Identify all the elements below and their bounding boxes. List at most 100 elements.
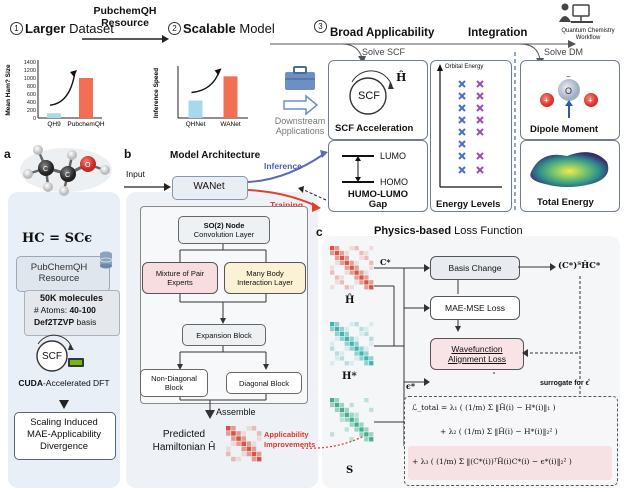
x-tick-label: PubchemQH <box>67 121 105 128</box>
matrix-cell <box>354 427 359 432</box>
matrix-cell <box>256 431 262 436</box>
matrix-cell <box>339 331 345 337</box>
so2-conv-block: SO(2) Node Convolution Layer <box>178 216 270 244</box>
matrix-cell <box>359 250 364 256</box>
matrix-cell <box>369 407 374 413</box>
orbital-level-marker <box>458 92 466 100</box>
matrix-cell <box>344 255 349 261</box>
matrix-cell <box>334 336 340 341</box>
basis-change-arrow <box>518 263 556 271</box>
matrix-cell <box>334 331 340 337</box>
inference-label: Inference <box>264 161 302 171</box>
matrix-cell <box>344 336 349 341</box>
matrix-cell <box>231 441 236 446</box>
matrix-cell <box>349 260 354 265</box>
matrix-cell <box>364 326 369 332</box>
matrix-cell <box>344 285 349 290</box>
matrix-cell <box>369 246 374 251</box>
y-tick-label: 200 <box>27 108 36 114</box>
matrix-cell <box>344 361 349 366</box>
matrix-cell <box>231 426 236 431</box>
matrix-cell <box>330 250 335 256</box>
matrix-cell <box>344 270 349 275</box>
matrix-cell <box>349 422 354 427</box>
matrix-cell <box>330 346 335 351</box>
predicted-hamiltonian-matrix <box>226 426 262 462</box>
diagonal-block: Diagonal Block <box>226 372 302 394</box>
y-tick-label: 400 <box>27 100 36 106</box>
matrix-cell <box>256 436 262 441</box>
matrix-cell <box>349 341 354 346</box>
step3-title: Broad Applicability <box>330 27 435 39</box>
surrogate-label: surrogate for ϵ̂ <box>540 380 589 387</box>
matrix-cell <box>339 255 345 261</box>
dataset-stats-box <box>24 290 120 336</box>
matrix-cell <box>359 255 364 261</box>
alignment-term-highlight <box>408 446 612 480</box>
matrix-cell <box>344 417 349 422</box>
y-tick-label: 1000 <box>24 76 36 82</box>
svg-text:−: − <box>566 72 571 81</box>
integration-title: Integration <box>468 27 528 39</box>
scf-acceleration-label: SCF Acceleration <box>335 123 414 134</box>
orbital-level-marker <box>458 166 466 174</box>
mixture-of-pair-experts-block: Mixture of Pair Experts <box>142 262 218 294</box>
orbital-level-marker <box>458 128 466 136</box>
molecule-count: 50K molecules <box>40 293 104 303</box>
panel-b-letter: b <box>124 147 132 161</box>
matrix-cell <box>349 322 354 327</box>
bar-qhnet <box>188 100 203 118</box>
training-label: Training <box>270 200 304 210</box>
bar-wanet <box>223 76 238 118</box>
matrix-cell <box>364 437 369 442</box>
matrix-cell <box>251 426 257 431</box>
orbital-level-marker <box>458 140 466 148</box>
step2-number: 2 <box>168 22 181 35</box>
matrix-cell <box>349 346 354 351</box>
matrix-cell <box>354 417 359 422</box>
atom-count: # Atoms: 40-100 <box>34 305 96 315</box>
h-star-label: H* <box>342 371 357 382</box>
matrix-cell <box>354 346 359 351</box>
matrix-cell <box>334 402 340 408</box>
growth-arrowhead <box>214 68 222 76</box>
matrix-cell <box>349 417 354 422</box>
step3-number: 3 <box>314 20 327 33</box>
matrix-cell <box>349 270 354 275</box>
matrix-cell <box>330 402 335 408</box>
model-architecture-title: Model Architecture <box>170 150 261 161</box>
matrix-cell <box>369 260 374 265</box>
matrix-cell <box>236 431 241 436</box>
matrix-cell <box>364 356 369 361</box>
matrix-cell <box>359 427 364 432</box>
predicted-matrix-h <box>330 246 374 290</box>
matrix-cell <box>364 270 369 275</box>
matrix-cell <box>330 265 335 270</box>
growth-arrow <box>191 70 221 94</box>
x-tick-label: QHNet <box>186 121 206 128</box>
matrix-cell <box>369 265 374 270</box>
orbital-level-marker <box>458 116 466 124</box>
scf-cycle-icon <box>349 70 394 115</box>
matrix-cell <box>339 326 345 332</box>
bar-pubchemqh <box>79 78 93 118</box>
energy-levels-label: Energy Levels <box>436 199 501 210</box>
matrix-cell <box>364 398 369 403</box>
bar-qh9 <box>47 113 61 118</box>
matrix-cell <box>339 275 345 280</box>
matrix-cell <box>231 436 236 441</box>
matrix-cell <box>344 412 349 417</box>
matrix-cell <box>359 432 364 437</box>
matrix-cell <box>334 246 340 251</box>
matrix-cell <box>256 451 262 457</box>
matrix-cell <box>364 285 369 290</box>
dipole-moment-label: Dipole Moment <box>530 124 599 135</box>
briefcase-icon <box>285 66 315 90</box>
matrix-cell <box>369 280 374 285</box>
matrix-cell <box>334 260 340 265</box>
matrix-cell <box>354 246 359 251</box>
matrix-cell <box>354 412 359 417</box>
matrix-cell <box>349 437 354 442</box>
matrix-cell <box>241 431 246 436</box>
matrix-cell <box>231 431 236 436</box>
